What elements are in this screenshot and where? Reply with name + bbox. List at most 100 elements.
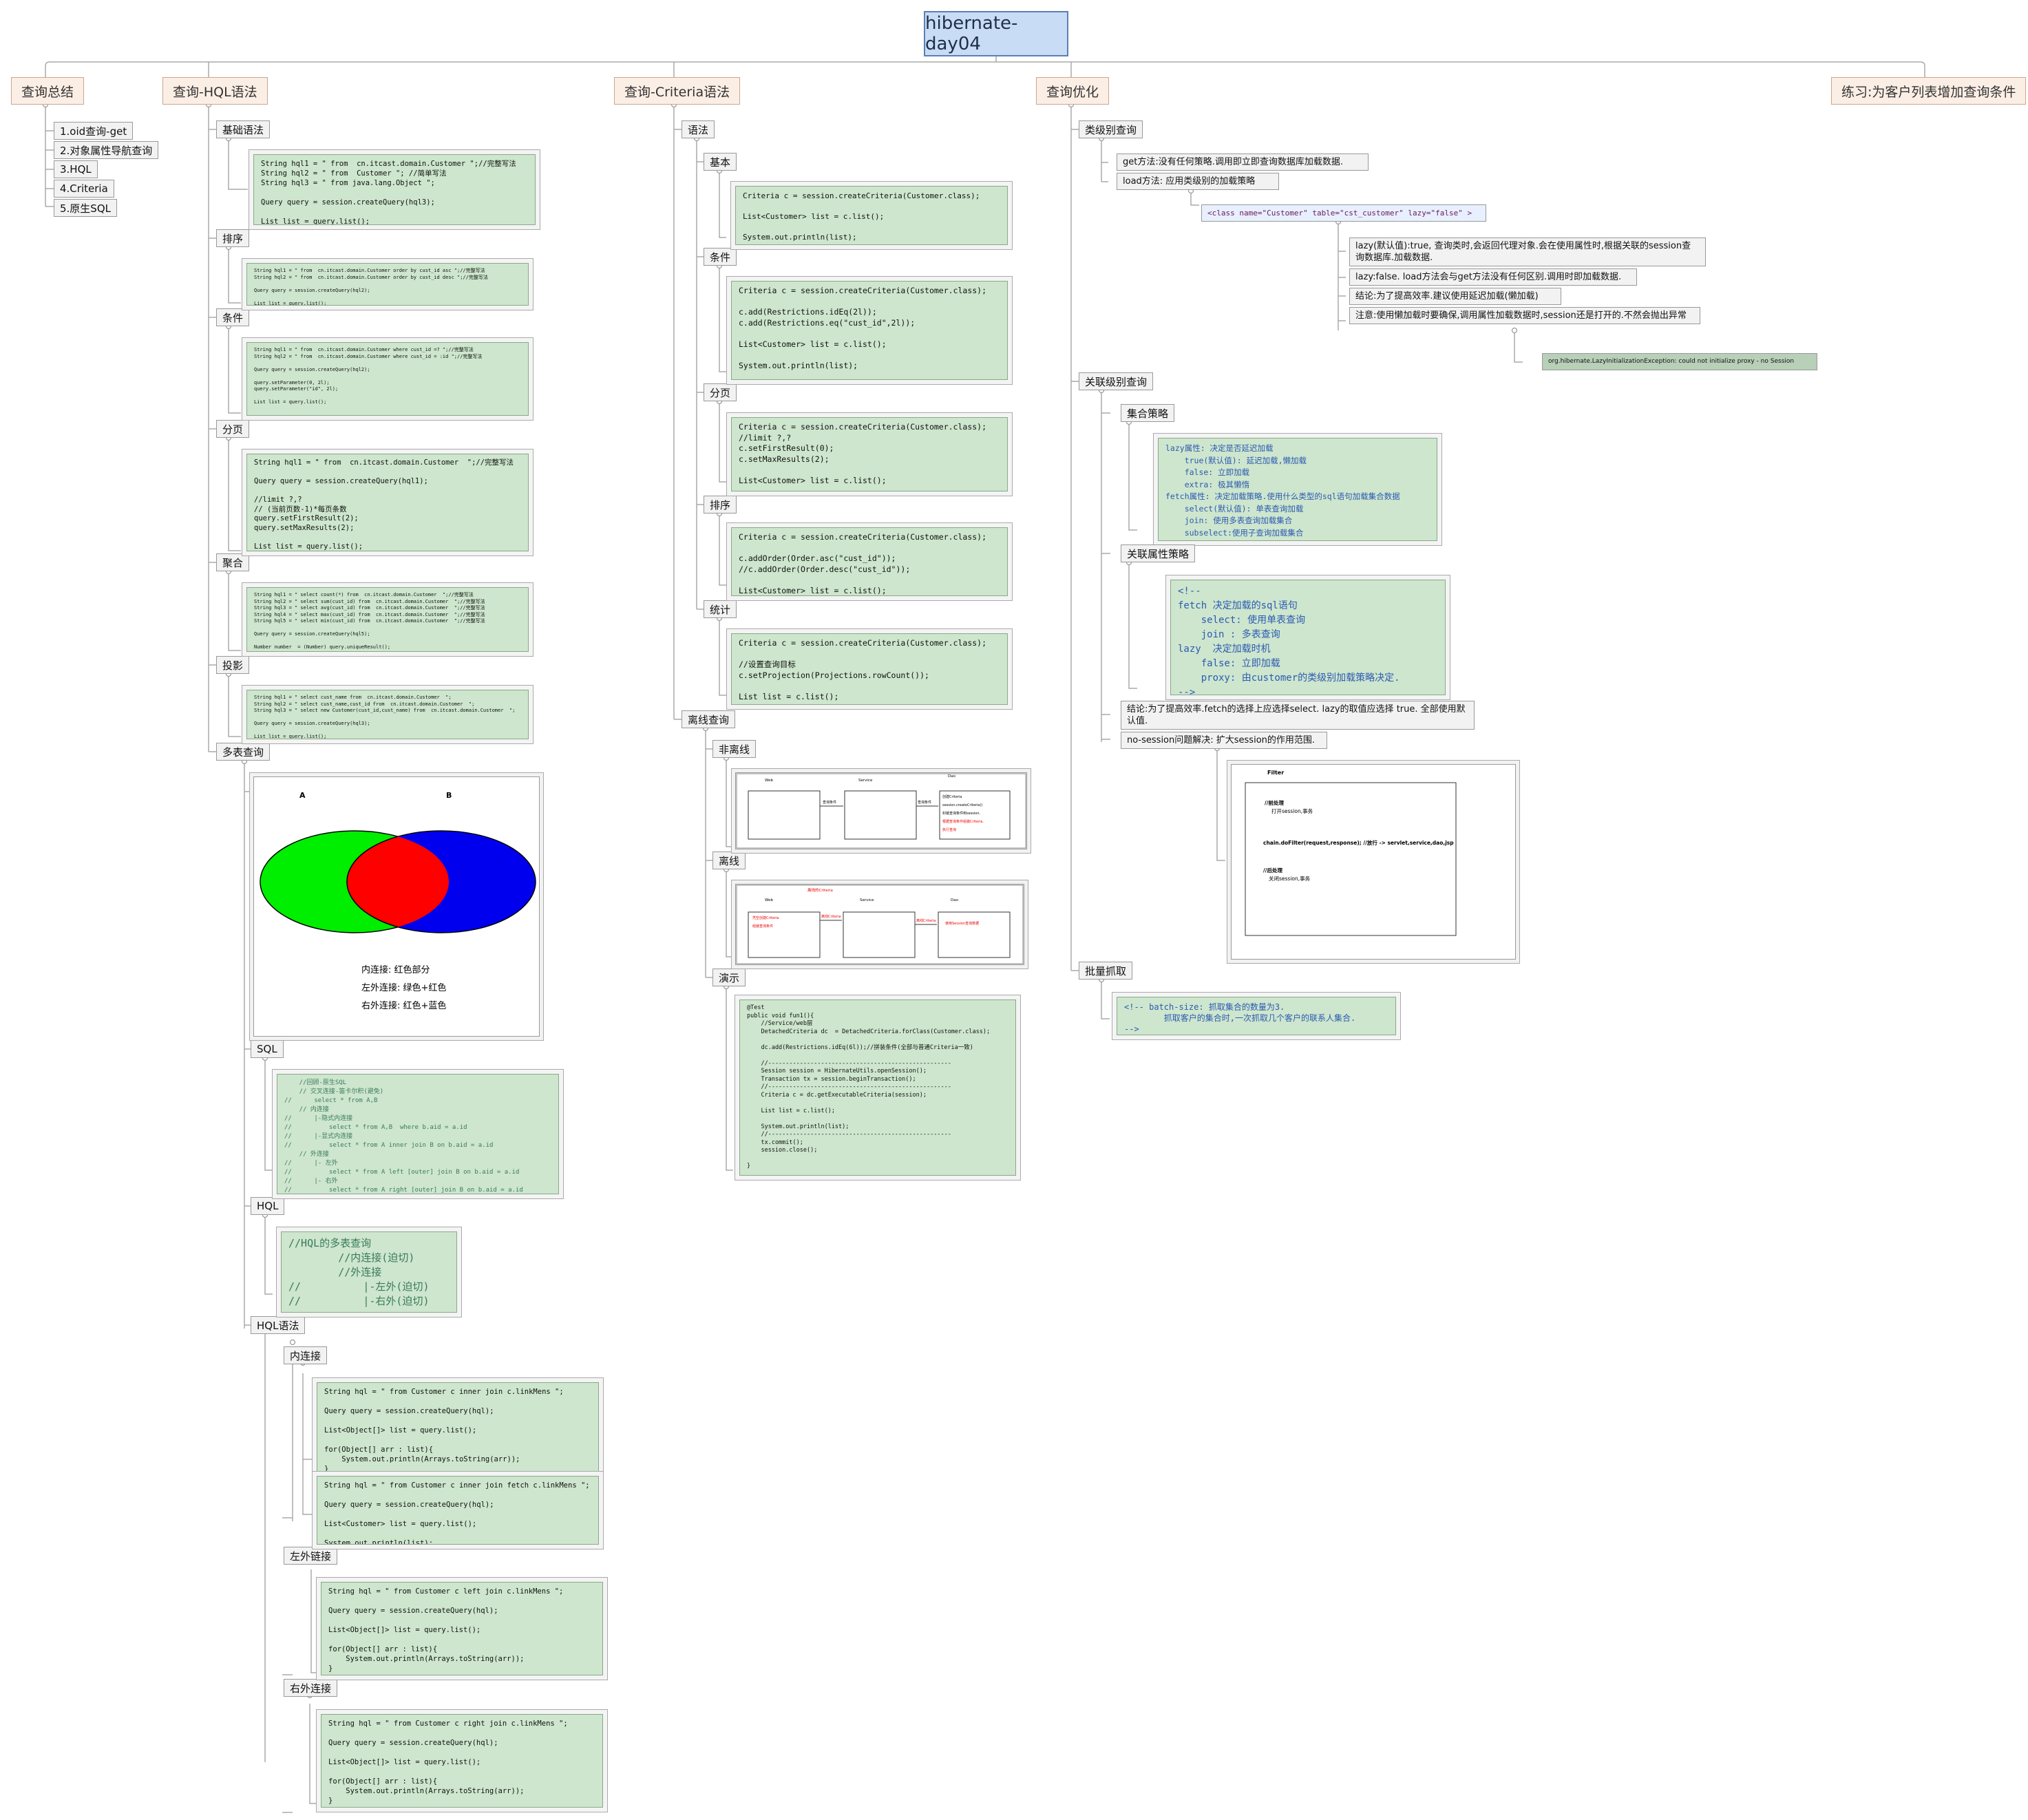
hql-multi-label[interactable]: 多表查询 <box>216 743 271 761</box>
code-sql-review: //回顾-原生SQL // 交叉连接-笛卡尔积(避免) // select * … <box>277 1074 559 1194</box>
code-criteria-basic: Criteria c = session.createCriteria(Cust… <box>735 186 1008 245</box>
code-opt-batch: <!-- batch-size: 抓取集合的数量为3. 抓取客户的集合时,一次抓… <box>1117 997 1396 1035</box>
branch-criteria-syntax[interactable]: 查询-Criteria语法 <box>614 77 741 105</box>
venn-left-text: 左外连接: 绿色+红色 <box>361 982 446 993</box>
hql-order-label[interactable]: 排序 <box>216 229 250 247</box>
criteria-demo-label[interactable]: 演示 <box>712 969 746 986</box>
d2-service-label: Service <box>860 898 874 902</box>
hql-right-label[interactable]: 右外连接 <box>284 1679 338 1697</box>
diagram-offline: 离线的Criteria Web Service Dao 凭空创建Criteria… <box>735 884 1024 965</box>
d2-dao-l: 使用Session查询数据 <box>945 921 979 926</box>
hql-hql-label[interactable]: HQL <box>251 1197 285 1215</box>
criteria-basic-label[interactable]: 基本 <box>704 153 737 171</box>
opt-batch-label[interactable]: 批量抓取 <box>1079 962 1133 980</box>
code-hql-agg: String hql1 = " select count(*) from cn.… <box>246 587 529 652</box>
opt-no-session-note[interactable]: no-session问题解决: 扩大session的作用范围. <box>1121 732 1327 749</box>
opt-assoc-label[interactable]: 关联级别查询 <box>1079 372 1154 390</box>
opt-conclusion-note[interactable]: 结论:为了提高效率.建议使用延迟加载(懒加载) <box>1349 288 1561 305</box>
criteria-off-label[interactable]: 离线 <box>712 851 746 869</box>
d2-arrow1: 离线Criteria <box>821 914 841 919</box>
filter-chain: chain.doFilter(request,response); //放行 -… <box>1263 839 1454 846</box>
code-opt-coll: lazy属性: 决定是否延迟加载 true(默认值): 延迟加载,懒加载 fal… <box>1158 438 1437 541</box>
criteria-nonoffline-label[interactable]: 非离线 <box>712 740 757 758</box>
root-topic[interactable]: hibernate-day04 <box>924 11 1068 56</box>
venn-overlap <box>346 831 449 933</box>
criteria-syntax-label[interactable]: 语法 <box>682 120 715 138</box>
summary-item[interactable]: 3.HQL <box>54 160 98 178</box>
criteria-order-label[interactable]: 排序 <box>704 496 737 514</box>
code-criteria-stat: Criteria c = session.createCriteria(Cust… <box>731 633 1008 705</box>
hql-hqlsyntax-label[interactable]: HQL语法 <box>251 1316 306 1334</box>
code-criteria-demo: @Test public void fun1(){ //Service/web层… <box>739 999 1016 1176</box>
code-hql-left-join: String hql = " from Customer c left join… <box>321 1582 603 1675</box>
hql-inner-label[interactable]: 内连接 <box>284 1346 328 1364</box>
d1-web-label: Web <box>765 779 773 783</box>
opt-coll-label[interactable]: 集合策略 <box>1121 404 1175 422</box>
d1-dao-l1: 创建Criteria <box>942 794 962 799</box>
filter-pre2: 打开session,事务 <box>1271 807 1313 814</box>
d2-dao-label: Dao <box>951 898 959 902</box>
summary-item[interactable]: 1.oid查询-get <box>54 122 134 140</box>
opt-exception-note[interactable]: org.hibernate.LazyInitializationExceptio… <box>1542 353 1817 370</box>
venn-label-a: A <box>299 791 306 800</box>
opt-lazy-true-note[interactable]: lazy(默认值):true, 查询类时,会返回代理对象.会在使用属性时,根据关… <box>1349 237 1706 266</box>
d1-arrow1: 查询条件 <box>823 800 836 805</box>
summary-item[interactable]: 2.对象属性导航查询 <box>54 141 159 159</box>
venn-inner-text: 内连接: 红色部分 <box>361 964 430 975</box>
filter-diagram: Filter //前处理 打开session,事务 chain.doFilter… <box>1231 764 1516 960</box>
code-hql-page: String hql1 = " from cn.itcast.domain.Cu… <box>246 454 529 551</box>
hql-agg-label[interactable]: 聚合 <box>216 553 250 571</box>
hql-basic-label[interactable]: 基础语法 <box>216 120 271 138</box>
opt-load-note[interactable]: load方法: 应用类级别的加载策略 <box>1117 173 1279 190</box>
code-hql-basic: String hql1 = " from cn.itcast.domain.Cu… <box>253 154 536 225</box>
opt-class-lazy-label[interactable]: 类级别查询 <box>1079 120 1143 138</box>
summary-item[interactable]: 5.原生SQL <box>54 199 117 217</box>
venn-diagram: A B 内连接: 红色部分 左外连接: 绿色+红色 右外连接: 红色+蓝色 <box>260 791 536 1011</box>
branch-practice[interactable]: 练习:为客户列表增加查询条件 <box>1831 77 2027 105</box>
d1-service-label: Service <box>858 779 873 783</box>
code-opt-assoc: <!-- fetch 决定加载的sql语句 select: 使用单表查询 joi… <box>1170 580 1446 695</box>
diagram-non-offline: Web Service Dao 查询条件 查询条件 创建Criteria ses… <box>735 772 1027 849</box>
opt-get-note[interactable]: get方法:没有任何策略.调用即立即查询数据库加载数据. <box>1117 154 1369 171</box>
d2-top: 离线的Criteria <box>807 887 833 893</box>
code-criteria-order: Criteria c = session.createCriteria(Cust… <box>731 527 1008 596</box>
hql-page-label[interactable]: 分页 <box>216 420 250 438</box>
code-hql-right-join: String hql = " from Customer c right joi… <box>321 1714 603 1808</box>
d1-dao-box <box>939 790 1011 840</box>
criteria-offline-label[interactable]: 离线查询 <box>682 710 736 728</box>
opt-class-xml[interactable]: <class name="Customer" table="cst_custom… <box>1201 204 1486 222</box>
opt-lazy-false-note[interactable]: lazy:false. load方法会与get方法没有任何区别.调用时即加载数据… <box>1349 268 1637 286</box>
criteria-stat-label[interactable]: 统计 <box>704 600 737 618</box>
criteria-cond-label[interactable]: 条件 <box>704 248 737 266</box>
branch-hql-syntax[interactable]: 查询-HQL语法 <box>162 77 268 105</box>
d1-arrow2: 查询条件 <box>918 800 931 805</box>
filter-pre1: //前处理 <box>1265 799 1284 806</box>
code-hql-order: String hql1 = " from cn.itcast.domain.Cu… <box>246 263 529 306</box>
hql-proj-label[interactable]: 投影 <box>216 656 250 674</box>
hql-left-label[interactable]: 左外链接 <box>284 1547 338 1565</box>
d2-web-label: Web <box>765 898 773 902</box>
filter-title: Filter <box>1267 770 1284 776</box>
d2-web-l1: 凭空创建Criteria <box>752 916 779 920</box>
summary-item[interactable]: 4.Criteria <box>54 180 114 198</box>
opt-warning-note[interactable]: 注意:使用懒加载时要确保,调用属性加载数据时,session还是打开的.不然会抛… <box>1349 307 1700 324</box>
filter-post2: 关闭session,事务 <box>1269 875 1311 882</box>
opt-assoc-conclusion[interactable]: 结论:为了提高效率.fetch的选择上应选择select. lazy的取值应选择… <box>1121 701 1475 730</box>
d1-dao-l2: session.createCriteria() <box>942 803 982 807</box>
code-hql-cond: String hql1 = " from cn.itcast.domain.Cu… <box>246 342 529 416</box>
branch-query-summary[interactable]: 查询总结 <box>11 77 85 105</box>
d1-dao-label: Dao <box>948 774 956 779</box>
branch-query-optimize[interactable]: 查询优化 <box>1036 77 1110 105</box>
code-hql-review: //HQL的多表查询 //内连接(迫切) //外连接 // |-左外(迫切) /… <box>281 1231 457 1313</box>
filter-box <box>1245 782 1457 936</box>
opt-assoc-prop-label[interactable]: 关联属性策略 <box>1121 544 1196 562</box>
filter-post1: //后处理 <box>1263 867 1282 874</box>
venn-diagram-frame: A B 内连接: 红色部分 左外连接: 绿色+红色 右外连接: 红色+蓝色 <box>253 776 540 1037</box>
hql-sql-label[interactable]: SQL <box>251 1040 284 1058</box>
d2-arrow2: 离线Criteria <box>916 918 936 923</box>
hql-cond-label[interactable]: 条件 <box>216 308 250 326</box>
venn-label-b: B <box>446 791 452 800</box>
criteria-page-label[interactable]: 分页 <box>704 383 737 401</box>
code-hql-inner-fetch: String hql = " from Customer c inner joi… <box>317 1476 599 1545</box>
